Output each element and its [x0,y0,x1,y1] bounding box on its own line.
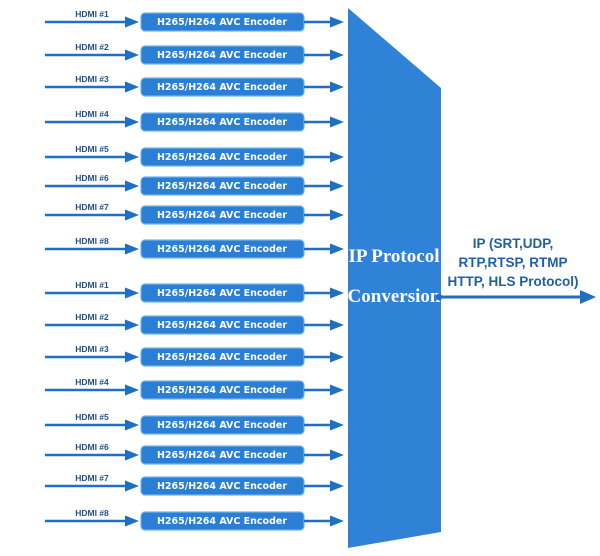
encoder-output-arrow [304,209,344,221]
hdmi-input-label: HDMI #3 [75,74,109,84]
encoder-output-arrow [304,180,344,192]
encoder-output-arrow [304,319,344,331]
hdmi-input-label: HDMI #5 [75,412,109,422]
input-arrow [45,319,139,331]
input-arrow [45,480,139,492]
input-row: HDMI #6 H265/H264 AVC Encoder [45,173,344,196]
converter-label-line1: IP Protocol [349,246,440,267]
input-arrow [45,351,139,363]
input-arrow [45,180,139,192]
input-arrow [45,287,139,299]
hdmi-input-label: HDMI #3 [75,344,109,354]
encoder-label: H265/H264 AVC Encoder [157,385,287,396]
encoder-output-arrow [304,116,344,128]
encoder-output-arrow [304,16,344,28]
encoder-label: H265/H264 AVC Encoder [157,288,287,299]
encoder-output-arrow [304,480,344,492]
encoder-output-arrow [304,419,344,431]
encoder-label: H265/H264 AVC Encoder [157,516,287,527]
input-row: HDMI #1 H265/H264 AVC Encoder [45,280,344,303]
input-arrow [45,151,139,163]
hdmi-input-label: HDMI #1 [75,9,109,19]
hdmi-input-label: HDMI #6 [75,442,109,452]
hdmi-input-label: HDMI #8 [75,508,109,518]
encoder-output-arrow [304,351,344,363]
input-arrow [45,384,139,396]
input-row: HDMI #7 H265/H264 AVC Encoder [45,473,344,496]
encoder-output-arrow [304,287,344,299]
hdmi-input-label: HDMI #1 [75,280,109,290]
hdmi-input-label: HDMI #8 [75,236,109,246]
input-arrow [45,209,139,221]
encoder-label: H265/H264 AVC Encoder [157,181,287,192]
encoder-label: H265/H264 AVC Encoder [157,420,287,431]
encoder-label: H265/H264 AVC Encoder [157,320,287,331]
hdmi-input-label: HDMI #4 [75,377,109,387]
input-row: HDMI #2 H265/H264 AVC Encoder [45,42,344,65]
output-label-line1: IP (SRT,UDP, [473,236,554,251]
input-arrow [45,449,139,461]
encoder-label: H265/H264 AVC Encoder [157,50,287,61]
encoder-label: H265/H264 AVC Encoder [157,352,287,363]
encoder-label: H265/H264 AVC Encoder [157,481,287,492]
hdmi-input-label: HDMI #6 [75,173,109,183]
input-arrow [45,515,139,527]
input-row: HDMI #8 H265/H264 AVC Encoder [45,508,344,531]
input-row: HDMI #7 H265/H264 AVC Encoder [45,202,344,225]
input-row: HDMI #5 H265/H264 AVC Encoder [45,412,344,435]
encoder-output-arrow [304,49,344,61]
input-arrow [45,16,139,28]
hdmi-input-label: HDMI #2 [75,312,109,322]
input-arrow [45,116,139,128]
input-row: HDMI #4 H265/H264 AVC Encoder [45,109,344,132]
hdmi-input-label: HDMI #2 [75,42,109,52]
encoder-label: H265/H264 AVC Encoder [157,82,287,93]
input-arrow [45,243,139,255]
encoder-output-arrow [304,243,344,255]
hdmi-input-label: HDMI #5 [75,144,109,154]
encoder-label: H265/H264 AVC Encoder [157,244,287,255]
output-label-line3: HTTP, HLS Protocol) [447,274,578,289]
encoder-output-arrow [304,81,344,93]
input-row: HDMI #2 H265/H264 AVC Encoder [45,312,344,335]
encoder-label: H265/H264 AVC Encoder [157,117,287,128]
converter-label-line2: Conversion [348,286,441,307]
input-arrow [45,49,139,61]
input-row: HDMI #5 H265/H264 AVC Encoder [45,144,344,167]
encoder-label: H265/H264 AVC Encoder [157,17,287,28]
encoder-output-arrow [304,449,344,461]
output-arrow [435,290,596,304]
input-row: HDMI #4 H265/H264 AVC Encoder [45,377,344,400]
input-row: HDMI #1 H265/H264 AVC Encoder [45,9,344,32]
encoder-output-arrow [304,384,344,396]
input-row: HDMI #3 H265/H264 AVC Encoder [45,74,344,97]
input-row: HDMI #8 H265/H264 AVC Encoder [45,236,344,259]
encoder-label: H265/H264 AVC Encoder [157,450,287,461]
input-arrow [45,81,139,93]
encoder-output-arrow [304,515,344,527]
hdmi-input-label: HDMI #4 [75,109,109,119]
encoder-output-arrow [304,151,344,163]
input-arrow [45,419,139,431]
hdmi-input-label: HDMI #7 [75,473,109,483]
encoder-label: H265/H264 AVC Encoder [157,152,287,163]
ip-protocol-conversion-block [348,8,441,548]
input-row: HDMI #6 H265/H264 AVC Encoder [45,442,344,465]
input-row: HDMI #3 H265/H264 AVC Encoder [45,344,344,367]
hdmi-input-label: HDMI #7 [75,202,109,212]
encoder-label: H265/H264 AVC Encoder [157,210,287,221]
output-label-line2: RTP,RTSP, RTMP [458,255,567,270]
